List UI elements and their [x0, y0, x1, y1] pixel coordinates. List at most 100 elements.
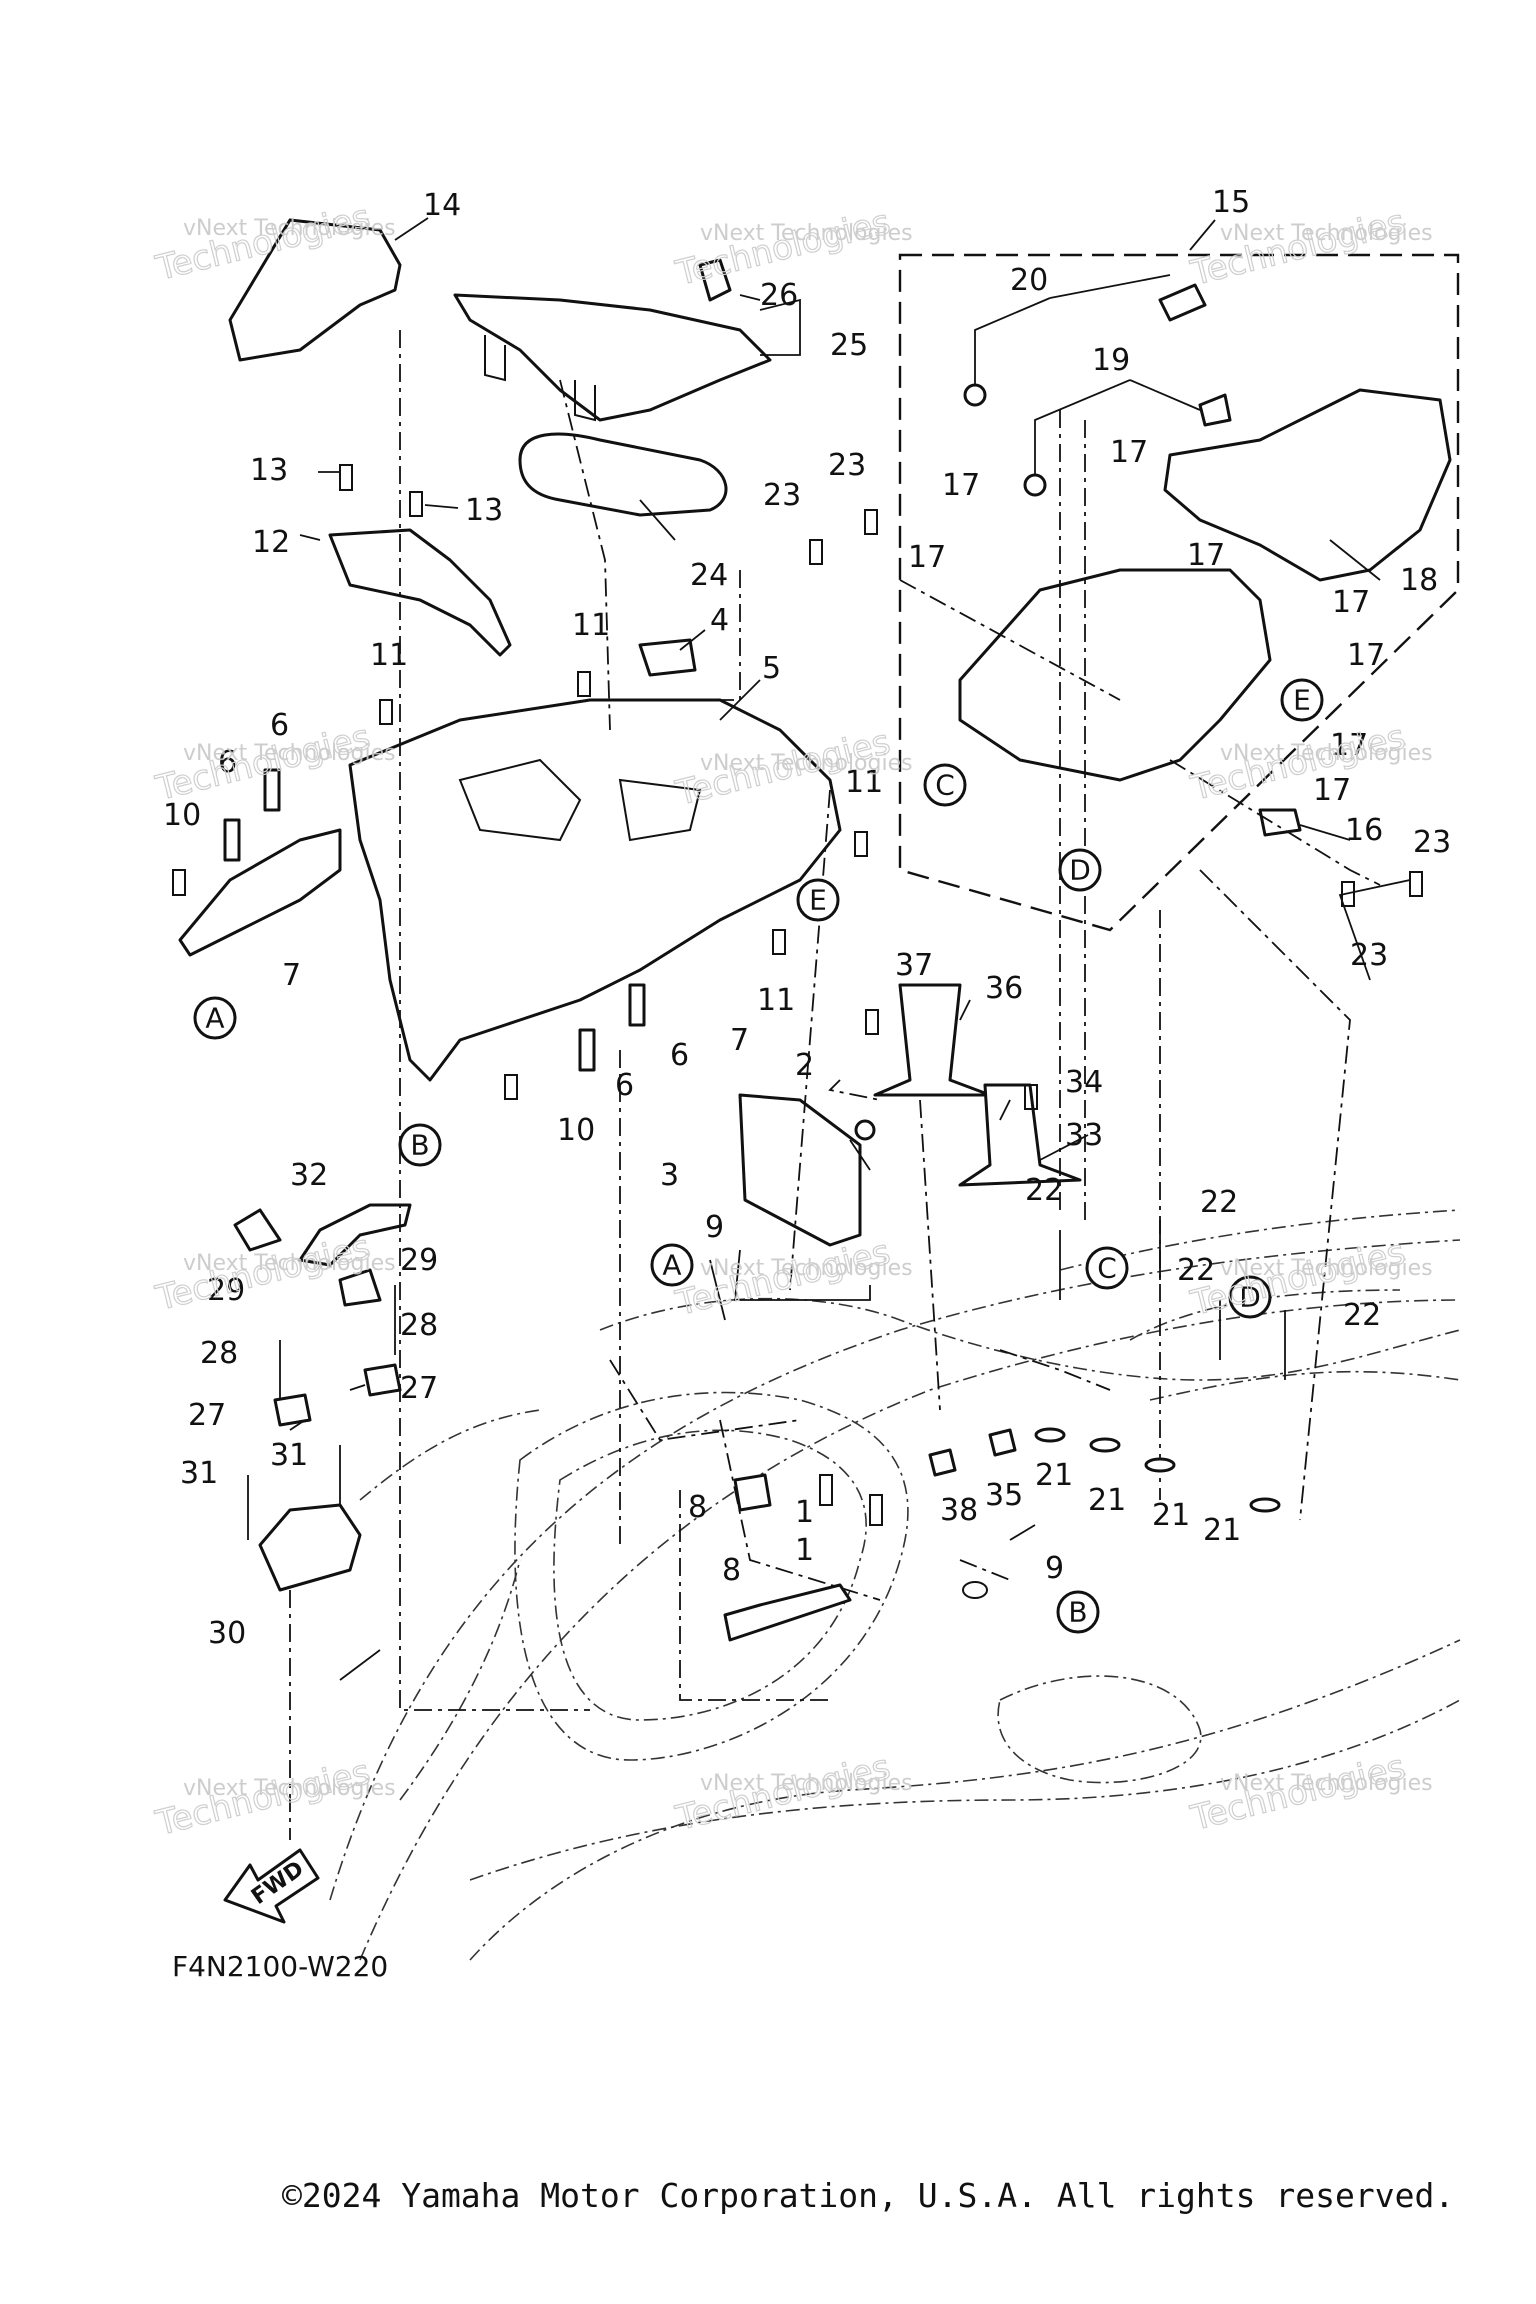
- part-6-pad-b: [223, 818, 241, 862]
- washer-21-b: [1089, 1437, 1121, 1453]
- part-20-cap: [1158, 283, 1207, 322]
- part-25-tab-right: [574, 380, 596, 422]
- label-38: 38: [940, 1493, 978, 1528]
- watermark-small-10: vNext Technologies: [183, 1776, 396, 1801]
- part-5-recess: [458, 758, 582, 842]
- diagram-code: F4N2100-W220: [172, 1950, 388, 1983]
- label-23-b: 23: [763, 478, 801, 513]
- part-19-ring: [1023, 473, 1047, 497]
- watermark-small-12: vNext Technologies: [1220, 1771, 1433, 1796]
- ref-A-upper: A: [205, 1002, 224, 1035]
- label-11-a: 11: [572, 608, 610, 643]
- ref-A-circle-lower: [650, 1243, 694, 1287]
- watermark-large-11: Technologies: [672, 1747, 895, 1839]
- ref-C-upper: C: [935, 769, 955, 802]
- bolt-1-b: [869, 1494, 883, 1526]
- label-11-b: 11: [370, 638, 408, 673]
- label-30: 30: [208, 1616, 246, 1651]
- label-17-g: 17: [1330, 728, 1368, 763]
- fwd-arrow-shape: [223, 1848, 320, 1924]
- watermark-small-5: vNext Technologies: [700, 751, 913, 776]
- rivets: [247, 1119, 1286, 1642]
- label-4: 4: [710, 603, 729, 638]
- watermark-small-2: vNext Technologies: [700, 221, 913, 246]
- label-6-c: 6: [670, 1038, 689, 1073]
- part-29-pad-a: [233, 1208, 282, 1252]
- label-23-c: 23: [1413, 825, 1451, 860]
- bolt-11-b: [379, 699, 393, 725]
- label-34: 34: [1065, 1065, 1103, 1100]
- watermark-large-4: Technologies: [152, 717, 375, 809]
- watermark-small-1: vNext Technologies: [183, 216, 396, 241]
- ref-E-left: E: [809, 884, 827, 917]
- label-14: 14: [423, 188, 461, 223]
- bolt-11-d: [772, 929, 786, 955]
- label-17-h: 17: [1313, 773, 1351, 808]
- part-33-cup: [958, 1083, 1082, 1187]
- bolt-23-d: [1409, 871, 1423, 897]
- label-7-b: 7: [730, 1023, 749, 1058]
- part-20-ring: [963, 383, 987, 407]
- hull-outline: [329, 1209, 1461, 1961]
- grommet-38: [928, 1448, 957, 1477]
- label-9-b: 9: [1045, 1551, 1064, 1586]
- label-18: 18: [1400, 563, 1438, 598]
- label-27-b: 27: [188, 1398, 226, 1433]
- label-26: 26: [760, 278, 798, 313]
- bolt-13-b: [409, 491, 423, 517]
- leader-lines: [289, 217, 1411, 1681]
- part-29-pad-b: [338, 1268, 382, 1307]
- assembly-lines: [289, 330, 1381, 1840]
- bolt-23-c: [1341, 881, 1355, 907]
- bolt-23-b: [864, 509, 878, 535]
- label-7-a: 7: [282, 958, 301, 993]
- label-17-a: 17: [1110, 435, 1148, 470]
- part-16-fitting: [1258, 808, 1302, 837]
- part-6-pad-d: [578, 1028, 596, 1072]
- label-33: 33: [1065, 1118, 1103, 1153]
- part-30-cylinder: [258, 1503, 362, 1592]
- label-6-a: 6: [270, 708, 289, 743]
- label-8-b: 8: [722, 1553, 741, 1588]
- label-6-d: 6: [615, 1068, 634, 1103]
- bolt-37: [865, 1009, 879, 1035]
- part-19-cap: [1198, 393, 1232, 427]
- label-1-b: 1: [795, 1533, 814, 1568]
- label-11-d: 11: [757, 983, 795, 1018]
- label-20: 20: [1010, 263, 1048, 298]
- part-A-bracket: [178, 828, 342, 957]
- bolt-10-a: [172, 869, 186, 896]
- label-8-a: 8: [688, 1490, 707, 1525]
- part-25-cover: [453, 293, 772, 422]
- fasteners: [172, 464, 1423, 1526]
- label-17-e: 17: [1332, 585, 1370, 620]
- label-29-a: 29: [400, 1243, 438, 1278]
- label-23-a: 23: [828, 448, 866, 483]
- label-22-c: 22: [1177, 1253, 1215, 1288]
- label-21-a: 21: [1035, 1458, 1073, 1493]
- bolt-23-a: [809, 539, 823, 565]
- label-12: 12: [252, 525, 290, 560]
- ref-C-circle-upper: [923, 763, 967, 807]
- grommet-35: [988, 1428, 1017, 1457]
- label-15: 15: [1212, 185, 1250, 220]
- part-26-clip: [698, 258, 732, 302]
- part-storage-box: [958, 568, 1272, 782]
- label-22-b: 22: [1200, 1185, 1238, 1220]
- label-10-a: 10: [163, 798, 201, 833]
- label-17-b: 17: [942, 468, 980, 503]
- label-31-a: 31: [270, 1438, 308, 1473]
- label-21-b: 21: [1088, 1483, 1126, 1518]
- washer-21-c: [1144, 1457, 1176, 1473]
- label-13-a: 13: [250, 453, 288, 488]
- ref-E-right: E: [1293, 684, 1311, 717]
- ref-C-circle-lower: [1085, 1246, 1129, 1290]
- copyright-notice: ©2024 Yamaha Motor Corporation, U.S.A. A…: [282, 2176, 1455, 2215]
- part-25-tab-left: [484, 335, 506, 382]
- part-14-lid: [228, 218, 402, 362]
- label-28-b: 28: [200, 1336, 238, 1371]
- part-32-strap: [298, 1203, 412, 1267]
- part-27-bracket-b: [363, 1363, 402, 1397]
- watermark-small-6: vNext Technologies: [1220, 741, 1433, 766]
